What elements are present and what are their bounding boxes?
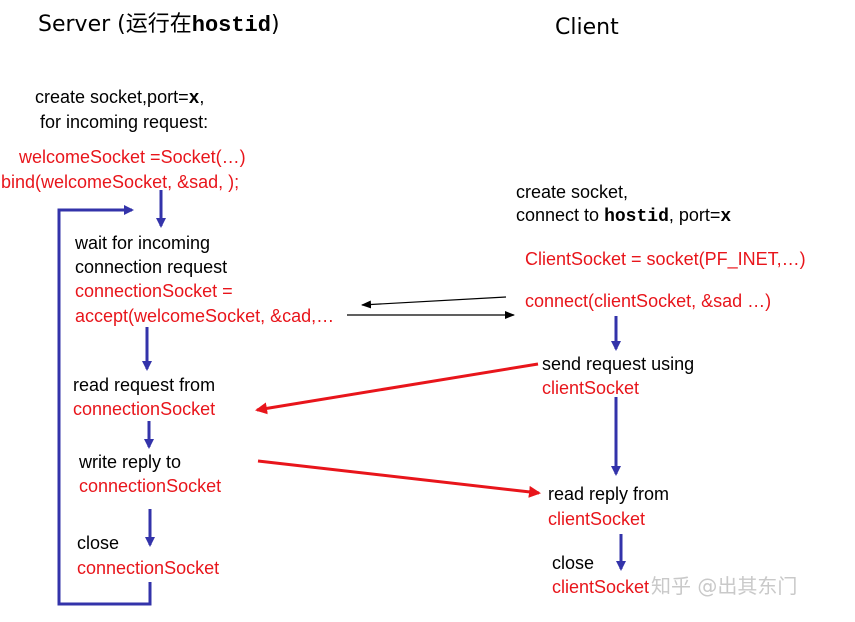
client-socket-code: ClientSocket = socket(PF_INET,…) [525,249,806,269]
client-connect-code: connect(clientSocket, &sad …) [525,291,772,311]
server-create-socket-line2: for incoming request: [40,112,209,132]
handshake-arrow-to-server [361,296,507,309]
server-write-reply-label: write reply to [79,452,182,472]
client-connect-host: hostid [604,207,669,227]
server-write-reply-socket: connectionSocket [79,476,222,496]
client-create-socket-line1: create socket, [516,182,629,202]
server-header: Server (运行在hostid) [38,11,280,40]
server-wait-line1: wait for incoming [75,233,211,253]
client-connect-port-var: x [720,207,732,227]
reply-message-arrow [257,459,541,498]
request-message-arrow [255,362,539,415]
server-bind-code: bind(welcomeSocket, &sad, ); [1,172,240,192]
server-header-cn: 运行在 [125,12,192,37]
server-connection-socket-code: connectionSocket = [75,281,233,301]
client-close-socket: clientSocket [552,577,650,597]
client-read-reply-socket: clientSocket [548,509,646,529]
server-header-host: hostid [191,13,271,38]
server-welcome-socket-code: welcomeSocket =Socket(…) [19,147,246,167]
server-header-close: ) [270,12,280,37]
server-close-label: close [77,533,120,553]
server-loop-back-arrow [57,205,152,606]
client-header: Client [555,15,619,40]
server-create-port-var: x [188,89,200,109]
client-connect-port-text: , port= [668,205,721,225]
client-connect-to-text: connect to [516,205,605,225]
zhihu-watermark: 知乎 @出其东门 [651,574,798,598]
server-header-label: Server ( [38,12,126,37]
server-read-request-socket: connectionSocket [73,399,216,419]
server-create-text: create socket,port= [35,87,189,107]
client-close-label: close [552,553,595,573]
server-create-socket-line1: create socket,port=x, [35,85,204,111]
client-read-reply-label: read reply from [548,484,670,504]
server-read-request-label: read request from [73,375,216,395]
server-accept-code: accept(welcomeSocket, &cad,… [75,306,335,326]
server-wait-line2: connection request [75,257,228,277]
client-send-request-label: send request using [542,354,695,374]
client-send-request-socket: clientSocket [542,378,640,398]
server-create-comma: , [199,87,205,107]
client-connect-to-line: connect to hostid, port=x [516,203,731,229]
server-close-socket: connectionSocket [77,558,220,578]
